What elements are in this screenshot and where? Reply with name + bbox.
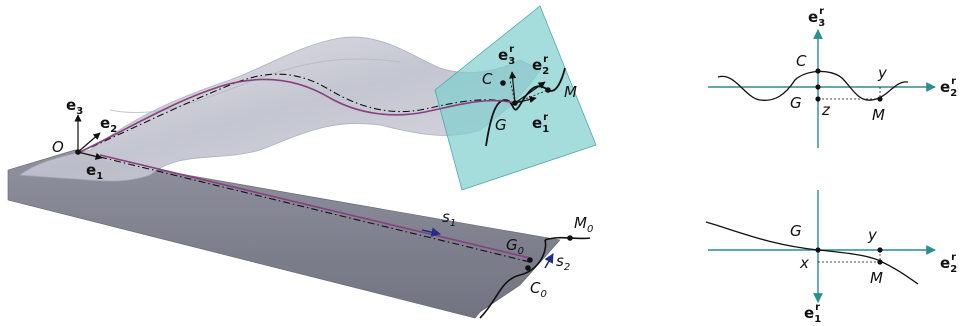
label-s2: s2 — [556, 252, 570, 273]
section-plane — [434, 5, 597, 191]
point-G0 — [527, 257, 533, 263]
top-label-M: M — [872, 106, 885, 124]
label-e3: e3 — [66, 96, 83, 117]
point-C — [500, 80, 506, 86]
bottom-right-section-view: e1r e2r G y x M — [705, 190, 957, 325]
e3r-arrow — [509, 71, 517, 104]
top-point-C — [815, 68, 821, 74]
gm-connector — [514, 89, 549, 104]
label-C0: C0 — [530, 279, 547, 300]
label-M: M — [564, 83, 577, 101]
label-s1: s1 — [442, 208, 456, 229]
label-C: C — [482, 70, 493, 88]
origin-point — [75, 149, 81, 155]
bottom-point-y — [877, 247, 883, 253]
top-label-C: C — [796, 52, 807, 70]
label-G0: G0 — [506, 236, 524, 257]
reference-curve-upper — [77, 78, 516, 154]
bottom-label-y: y — [867, 226, 878, 244]
centroid-line-ground — [99, 156, 531, 263]
top-point-G — [815, 84, 821, 90]
top-point-M — [877, 96, 883, 102]
top-point-z — [815, 96, 821, 102]
point-C0 — [525, 265, 531, 271]
label-e2r: e2r — [532, 54, 549, 77]
reference-line-ground — [99, 154, 531, 259]
bottom-label-G: G — [790, 222, 802, 240]
e2r-arrow — [514, 81, 546, 104]
bottom-label-x: x — [799, 254, 809, 272]
left-3d-figure: O e3 e2 e1 e3r e2r e1r C G M M0 G0 C0 — [7, 5, 597, 319]
bottom-label-e2r: e2r — [940, 252, 957, 275]
label-M0: M0 — [574, 214, 593, 235]
bottom-label-M: M — [870, 269, 883, 287]
point-G — [512, 100, 518, 106]
top-label-e3r: e3r — [808, 6, 825, 29]
s1-arrow — [421, 227, 441, 237]
top-label-e2r: e2r — [940, 76, 957, 99]
twisted-surface-fold — [109, 58, 401, 114]
label-e3r: e3r — [498, 44, 515, 67]
ground-surface-edge — [479, 239, 547, 319]
top-label-z: z — [821, 101, 831, 119]
label-e1r: e1r — [532, 112, 549, 135]
point-M — [545, 87, 551, 93]
bottom-label-e1r: e1r — [804, 302, 821, 325]
e2-arrow — [77, 132, 101, 153]
top-label-y: y — [877, 64, 888, 82]
s2-arrow — [544, 253, 554, 269]
label-e2: e2 — [100, 114, 117, 135]
bottom-section-curve — [705, 221, 919, 285]
label-G: G — [495, 116, 507, 134]
e1-arrow — [77, 151, 103, 160]
bottom-point-G — [815, 247, 821, 253]
label-e1: e1 — [86, 161, 103, 182]
bottom-point-M — [877, 259, 883, 265]
label-O: O — [52, 138, 64, 156]
point-M0 — [567, 235, 573, 241]
e1r-arrow — [514, 95, 537, 104]
top-right-section-view: e3r e2r C G y z M — [708, 6, 957, 148]
section-curve — [485, 67, 566, 147]
top-label-G: G — [790, 94, 802, 112]
centroid-curve-upper — [77, 73, 516, 154]
